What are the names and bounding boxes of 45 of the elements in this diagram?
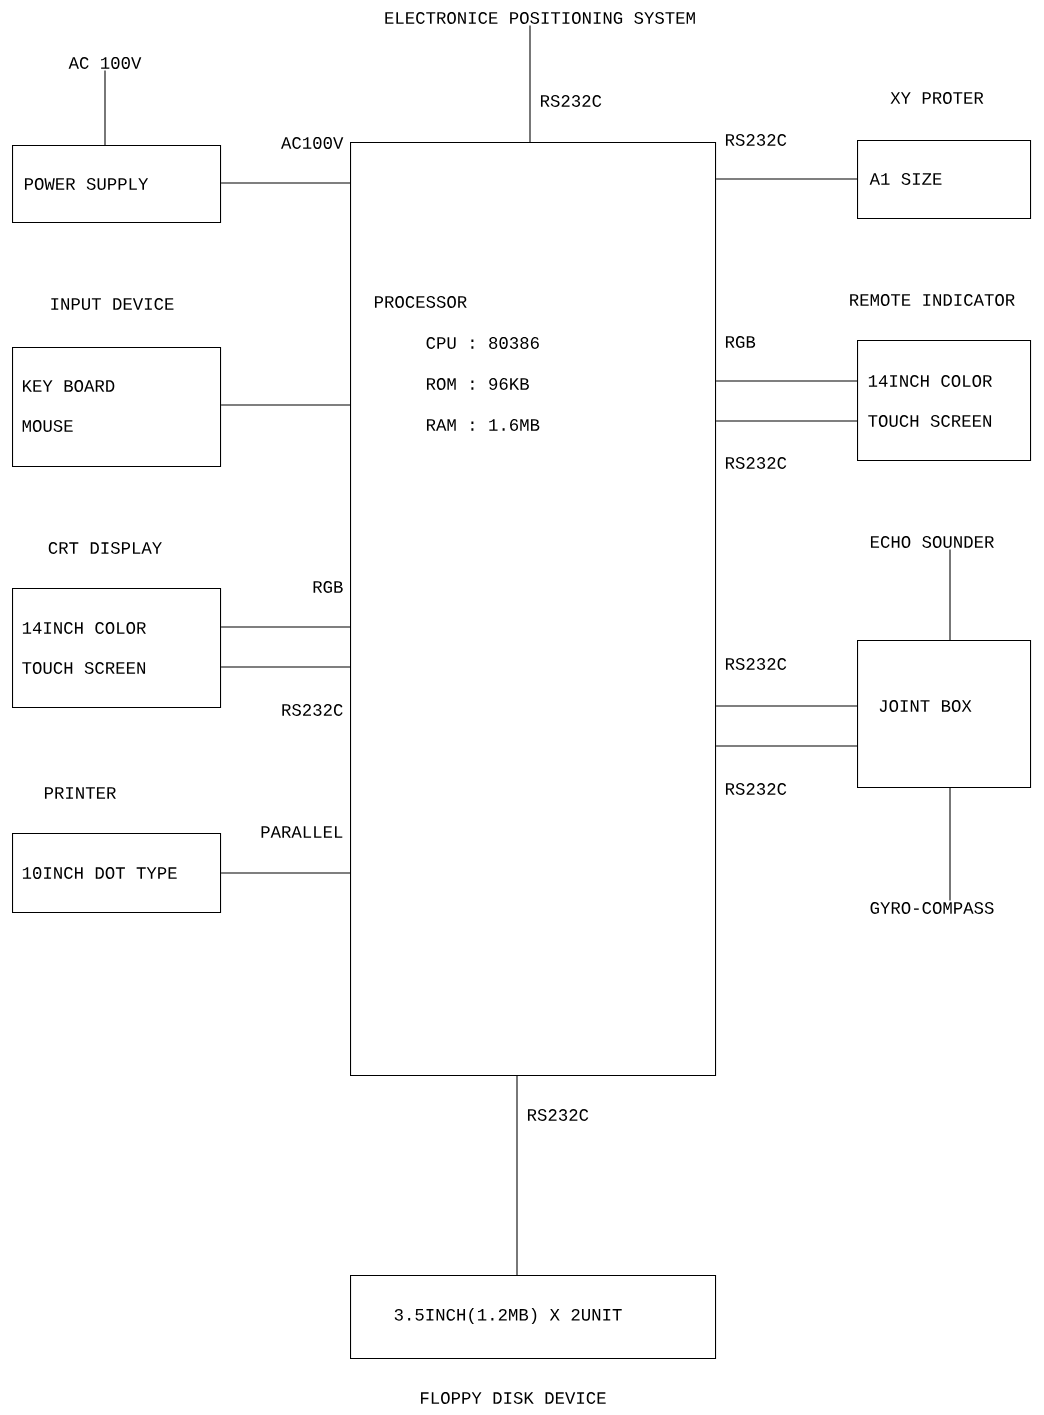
device-box: JOINT BOX xyxy=(857,640,1032,789)
connector-line xyxy=(220,666,351,668)
connector-line xyxy=(715,705,858,707)
connector-line xyxy=(715,178,858,180)
edge-label: AC100V xyxy=(279,135,345,151)
device-box: 10INCH DOT TYPE xyxy=(12,833,222,914)
box-heading: XY PROTER xyxy=(890,92,984,104)
box-heading: PRINTER xyxy=(44,787,116,799)
connector-line xyxy=(715,745,858,747)
device-box: A1 SIZE xyxy=(857,140,1032,220)
edge-label: RS232C xyxy=(279,702,345,718)
edge-label: RS232C xyxy=(538,93,604,109)
connector-line xyxy=(220,404,351,406)
connector-line xyxy=(104,69,106,146)
box-heading: CRT DISPLAY xyxy=(48,542,162,554)
box-heading: INPUT DEVICE xyxy=(51,298,174,310)
device-box: KEY BOARD MOUSE xyxy=(12,347,222,468)
device-box: 3.5INCH(1.2MB) X 2UNIT xyxy=(350,1275,717,1360)
connector-line xyxy=(949,548,951,641)
connector-line xyxy=(715,380,858,382)
edge-label: RS232C xyxy=(723,656,789,672)
edge-label: RS232C xyxy=(723,455,789,471)
bare-label: AC 100V xyxy=(68,57,142,69)
bare-label: GYRO-COMPASS xyxy=(870,902,994,914)
connector-line xyxy=(949,787,951,902)
bare-label: ECHO SOUNDER xyxy=(870,536,994,548)
bare-label: ELECTRONICE POSITIONING SYSTEM xyxy=(385,12,695,24)
edge-label: RS232C xyxy=(525,1107,591,1123)
edge-label: RGB xyxy=(723,334,758,350)
edge-label: RS232C xyxy=(723,781,789,797)
connector-line xyxy=(715,420,858,422)
connector-line xyxy=(220,626,351,628)
connector-line xyxy=(529,24,531,143)
connector-line xyxy=(516,1075,518,1276)
device-box: 14INCH COLOR TOUCH SCREEN xyxy=(12,588,222,709)
edge-label: RS232C xyxy=(723,132,789,148)
device-box: PROCESSOR CPU : 80386 ROM : 96KB RAM : 1.6MB xyxy=(350,142,717,1077)
box-heading: FLOPPY DISK DEVICE xyxy=(421,1392,606,1404)
edge-label: RGB xyxy=(310,579,345,595)
device-box: 14INCH COLOR TOUCH SCREEN xyxy=(857,340,1032,462)
connector-line xyxy=(220,872,351,874)
connector-line xyxy=(220,182,351,184)
edge-label: PARALLEL xyxy=(258,824,345,840)
device-box: POWER SUPPLY xyxy=(12,145,222,224)
box-heading: REMOTE INDICATOR xyxy=(850,294,1015,306)
